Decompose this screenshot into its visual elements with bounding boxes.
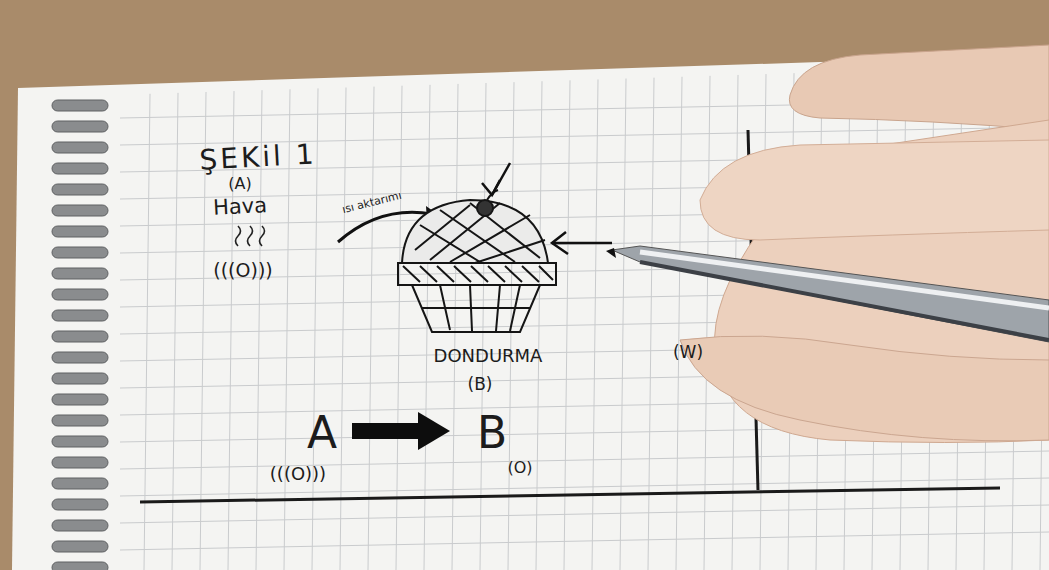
grid-line	[172, 93, 178, 570]
spiral-hole	[52, 310, 108, 321]
spiral-hole	[52, 373, 108, 384]
pointer-arrows	[482, 163, 612, 254]
grid-line	[120, 505, 1049, 523]
hand-and-pen	[606, 45, 1049, 443]
thick-arrow	[352, 412, 450, 450]
air-waves	[236, 226, 265, 246]
label-w: (W)	[673, 343, 703, 362]
spiral-hole	[52, 100, 108, 111]
heat-transfer-label: ısı aktarımı	[341, 190, 403, 216]
spiral-hole	[52, 562, 108, 570]
spiral-hole	[52, 205, 108, 216]
spiral-hole	[52, 142, 108, 153]
spiral-hole	[52, 394, 108, 405]
figure-title: ŞEKil 1	[199, 140, 318, 177]
grid-line	[144, 94, 150, 570]
spiral-hole	[52, 331, 108, 342]
grid-line	[120, 532, 1049, 550]
air-symbol: (((O)))	[270, 464, 326, 484]
spiral-hole	[52, 247, 108, 258]
spiral-hole	[52, 184, 108, 195]
spiral-hole	[52, 268, 108, 279]
ice-cream-label: DONDURMA	[434, 346, 543, 366]
air-symbol: (((O)))	[213, 260, 272, 281]
spiral-hole	[52, 163, 108, 174]
spiral-hole	[52, 226, 108, 237]
letter-b: B	[477, 409, 507, 457]
ice-symbol: (O)	[507, 459, 532, 477]
letter-a: A	[307, 409, 337, 457]
paper-sheet	[12, 58, 1049, 570]
spiral-hole	[52, 436, 108, 447]
grid-lines	[120, 65, 1049, 570]
spiral-hole	[52, 352, 108, 363]
spiral-hole	[52, 289, 108, 300]
label-a: (A)	[228, 175, 251, 193]
label-b: (B)	[468, 375, 493, 394]
horizontal-line	[140, 488, 1000, 502]
grid-line	[120, 451, 1049, 469]
spiral-hole	[52, 520, 108, 531]
spiral-hole	[52, 457, 108, 468]
spiral-holes	[52, 100, 108, 570]
spiral-hole	[52, 541, 108, 552]
spiral-hole	[52, 478, 108, 489]
spiral-hole	[52, 121, 108, 132]
spiral-hole	[52, 415, 108, 426]
air-label: Hava	[212, 194, 267, 220]
ice-cream-drawing	[398, 190, 556, 332]
spiral-hole	[52, 499, 108, 510]
